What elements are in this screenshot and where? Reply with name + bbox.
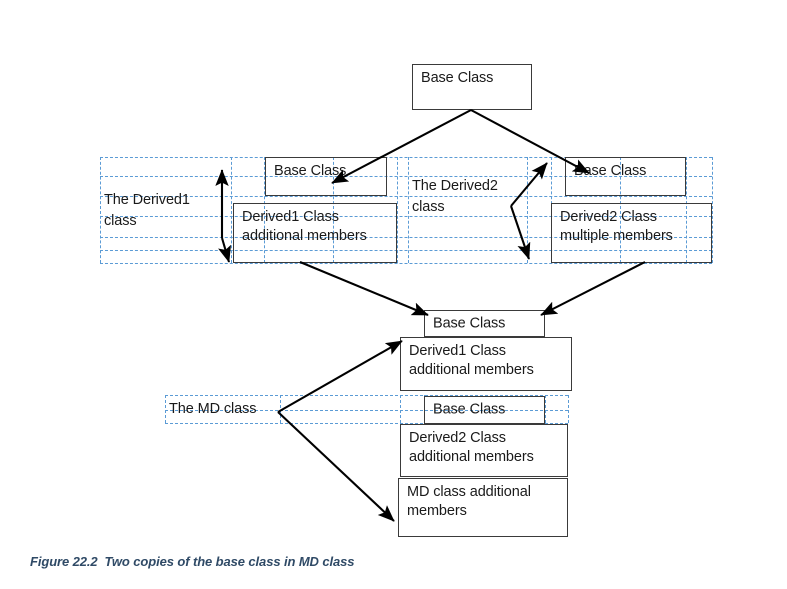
class-box-md-layer-2[interactable]: Base Class <box>424 396 545 424</box>
class-box-md-layer-3[interactable]: Derived2 Class additional members <box>400 424 568 477</box>
guide-line-v <box>231 157 232 263</box>
class-box-label: Derived1 Class additional members <box>242 209 367 244</box>
arrow-derived1-to-md <box>299 261 429 316</box>
annotation-derived2-class: The Derived2 class <box>412 178 498 215</box>
guide-line-v <box>333 157 334 263</box>
annotation-derived1-class: The Derived1 class <box>104 192 190 229</box>
guide-line-v <box>397 157 398 263</box>
figure-caption: Figure 22.2 Two copies of the base class… <box>30 554 355 569</box>
arrow-annotation-md-upper <box>277 340 403 413</box>
guide-line-v <box>400 395 401 423</box>
guide-line-v <box>408 157 409 263</box>
class-box-label: Derived1 Class additional members <box>409 343 534 378</box>
guide-line-v <box>165 395 166 423</box>
guide-line-h <box>100 237 712 238</box>
guide-line-v <box>100 157 101 263</box>
guide-line-v <box>686 157 687 263</box>
class-box-derived2-base[interactable]: Base Class <box>565 157 686 196</box>
class-box-derived1-members[interactable]: Derived1 Class additional members <box>233 203 397 263</box>
class-box-derived1-base[interactable]: Base Class <box>265 157 387 196</box>
class-box-md-layer-4[interactable]: MD class additional members <box>398 478 568 537</box>
class-box-label: Derived2 Class additional members <box>409 430 534 465</box>
guide-line-v <box>712 157 713 263</box>
class-box-label: MD class additional members <box>407 484 531 519</box>
arrow-derived2-to-md <box>540 261 646 316</box>
class-box-root-base[interactable]: Base Class <box>412 64 532 110</box>
guide-line-v <box>545 395 546 423</box>
arrow-annotation-md-lower <box>277 411 395 522</box>
guide-line-h <box>100 263 712 264</box>
annotation-md-class: The MD class <box>169 401 257 417</box>
class-box-label: Base Class <box>433 401 506 418</box>
class-box-md-layer-0[interactable]: Base Class <box>424 310 545 337</box>
class-box-md-layer-1[interactable]: Derived1 Class additional members <box>400 337 572 391</box>
class-box-label: Base Class <box>274 163 347 179</box>
guide-line-h <box>100 216 712 217</box>
class-box-label: Derived2 Class multiple members <box>560 209 673 244</box>
class-box-derived2-members[interactable]: Derived2 Class multiple members <box>551 203 712 263</box>
guide-line-v <box>568 395 569 423</box>
class-box-label: Base Class <box>421 70 494 86</box>
guide-line-v <box>264 157 265 263</box>
class-box-label: Base Class <box>433 315 506 331</box>
class-box-label: Base Class <box>574 163 647 179</box>
guide-line-h <box>100 250 712 251</box>
guide-line-v <box>620 157 621 263</box>
guide-line-h <box>100 196 712 197</box>
